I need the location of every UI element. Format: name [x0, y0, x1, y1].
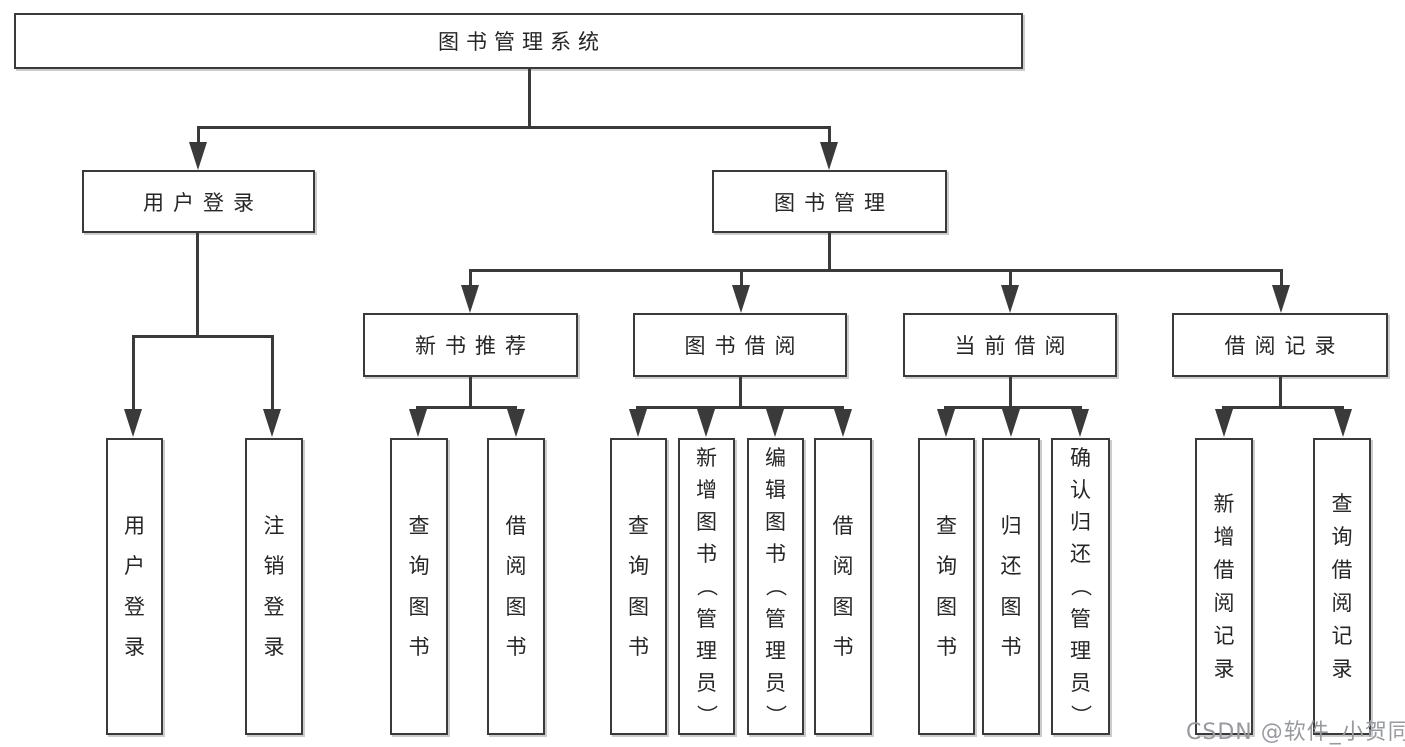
connector-user-login-split — [132, 335, 274, 338]
node-borrow-records: 借阅记录 — [1172, 313, 1388, 377]
arrowhead-user-login — [189, 142, 207, 170]
connector-book-borrow-drop — [740, 269, 743, 287]
node-leaf-cb-confirm-return-admin-label: 确认归还（管理员） — [1068, 446, 1093, 726]
node-current-borrow: 当前借阅 — [903, 313, 1117, 377]
node-leaf-bb-query-books-label: 查询图书 — [628, 514, 649, 659]
node-leaf-user-login: 用户登录 — [106, 438, 163, 735]
connector-new-book-drop — [469, 269, 472, 287]
node-leaf-bb-edit-books-admin-label: 编辑图书（管理员） — [763, 446, 788, 726]
node-book-borrow: 图书借阅 — [633, 313, 847, 377]
node-leaf-user-login-label: 用户登录 — [124, 514, 145, 659]
node-borrow-records-label: 借阅记录 — [1224, 334, 1345, 358]
connector-borrow-records-drop — [1280, 269, 1283, 287]
node-leaf-bb-add-books-admin: 新增图书（管理员） — [678, 438, 735, 735]
connector-borrow-records-split — [1222, 406, 1344, 409]
arrowhead-cb-query — [937, 409, 955, 437]
node-leaf-br-add-record: 新增借阅记录 — [1195, 438, 1253, 735]
node-leaf-cb-query-books: 查询图书 — [918, 438, 975, 735]
node-leaf-cb-return-books: 归还图书 — [982, 438, 1040, 735]
node-leaf-cb-confirm-return-admin: 确认归还（管理员） — [1051, 438, 1110, 735]
node-leaf-bb-borrow-books-label: 借阅图书 — [832, 514, 854, 659]
connector-new-book-stem — [469, 377, 472, 409]
node-root-label: 图书管理系统 — [438, 30, 606, 54]
node-leaf-cb-query-books-label: 查询图书 — [936, 514, 957, 659]
arrowhead-bb-query — [629, 409, 647, 437]
node-new-book: 新书推荐 — [363, 313, 578, 377]
node-book-borrow-label: 图书借阅 — [684, 334, 805, 358]
connector-book-mgmt-stem — [828, 233, 831, 272]
arrowhead-nb-query — [409, 409, 427, 437]
node-user-login-label: 用户登录 — [143, 190, 263, 215]
connector-current-borrow-stem — [1009, 377, 1012, 409]
csdn-watermark: CSDN @软件_小贺同学 — [1186, 720, 1405, 745]
arrowhead-cb-return — [1002, 409, 1020, 437]
node-root: 图书管理系统 — [14, 13, 1023, 69]
connector-level2-split — [197, 126, 830, 129]
arrowhead-cb-confirm — [1071, 409, 1089, 437]
connector-user-login-stem — [196, 233, 199, 335]
connector-book-borrow-stem — [739, 377, 742, 409]
node-leaf-br-add-record-label: 新增借阅记录 — [1213, 491, 1235, 682]
connector-root-stem — [528, 69, 531, 127]
node-leaf-nb-borrow-books-label: 借阅图书 — [505, 514, 527, 659]
node-leaf-nb-borrow-books: 借阅图书 — [487, 438, 545, 735]
arrowhead-borrow-records — [1272, 285, 1290, 313]
node-leaf-br-query-record: 查询借阅记录 — [1313, 438, 1371, 735]
connector-user-login-drop — [197, 126, 200, 146]
arrowhead-bb-add — [697, 409, 715, 437]
connector-current-borrow-split — [944, 406, 1082, 409]
arrowhead-br-query — [1334, 409, 1352, 437]
arrowhead-bb-borrow — [834, 409, 852, 437]
connector-book-mgmt-drop — [828, 126, 831, 146]
node-leaf-bb-add-books-admin-label: 新增图书（管理员） — [694, 446, 719, 726]
node-leaf-cb-return-books-label: 归还图书 — [1000, 514, 1022, 659]
connector-level3-split — [469, 269, 1282, 272]
node-current-borrow-label: 当前借阅 — [954, 334, 1075, 358]
arrowhead-br-add — [1215, 409, 1233, 437]
arrowhead-book-borrow — [732, 285, 750, 313]
node-book-mgmt: 图书管理 — [712, 170, 947, 233]
connector-logout-leaf-drop — [271, 335, 274, 411]
connector-new-book-split — [416, 406, 517, 409]
arrowhead-new-book — [461, 285, 479, 313]
connector-current-borrow-drop — [1009, 269, 1012, 287]
node-leaf-bb-edit-books-admin: 编辑图书（管理员） — [747, 438, 804, 735]
arrowhead-logout-leaf — [263, 409, 281, 437]
node-book-mgmt-label: 图书管理 — [774, 190, 894, 215]
node-new-book-label: 新书推荐 — [415, 334, 535, 358]
node-leaf-logout: 注销登录 — [245, 438, 303, 735]
arrowhead-bb-edit — [766, 409, 784, 437]
connector-borrow-records-stem — [1279, 377, 1282, 409]
node-leaf-br-query-record-label: 查询借阅记录 — [1331, 491, 1353, 682]
arrowhead-nb-borrow — [507, 409, 525, 437]
node-leaf-nb-query-books: 查询图书 — [390, 438, 448, 735]
arrowhead-current-borrow — [1001, 285, 1019, 313]
arrowhead-book-mgmt — [820, 142, 838, 170]
connector-book-borrow-split — [636, 406, 844, 409]
node-leaf-bb-query-books: 查询图书 — [610, 438, 667, 735]
node-leaf-logout-label: 注销登录 — [263, 514, 285, 659]
node-user-login: 用户登录 — [82, 170, 315, 233]
connector-login-leaf-drop — [132, 335, 135, 411]
arrowhead-login-leaf — [124, 409, 142, 437]
node-leaf-bb-borrow-books: 借阅图书 — [814, 438, 872, 735]
node-leaf-nb-query-books-label: 查询图书 — [408, 514, 430, 659]
